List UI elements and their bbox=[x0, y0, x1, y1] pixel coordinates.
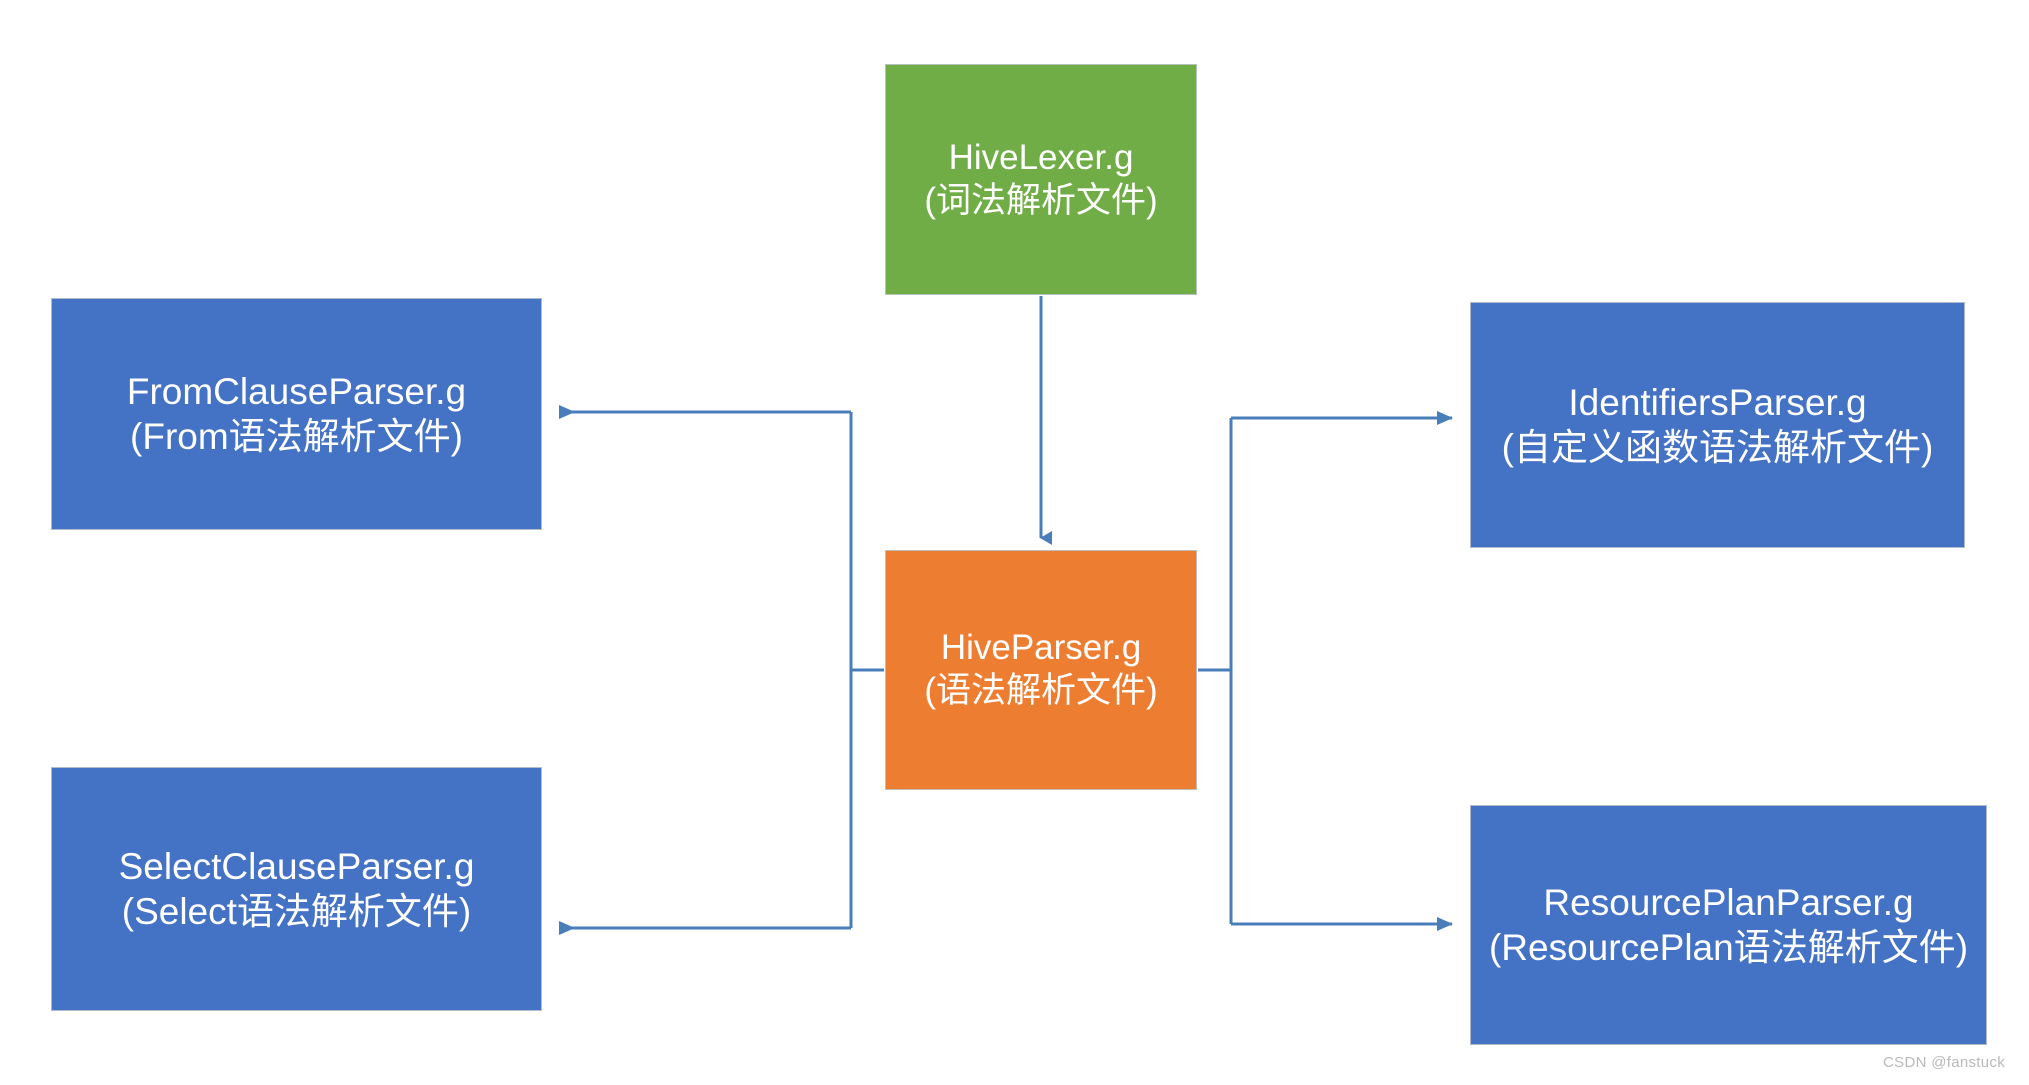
node-hive-lexer[interactable]: HiveLexer.g (词法解析文件) bbox=[885, 64, 1197, 295]
node-from-clause-parser-title: FromClauseParser.g bbox=[126, 370, 467, 412]
node-resource-plan-parser-desc: (ResourcePlan语法解析文件) bbox=[1488, 927, 1969, 968]
node-hive-parser-desc: (语法解析文件) bbox=[924, 671, 1158, 710]
node-hive-parser-title: HiveParser.g bbox=[940, 628, 1142, 668]
node-resource-plan-parser-title: ResourcePlanParser.g bbox=[1543, 881, 1914, 923]
node-select-clause-parser-title: SelectClauseParser.g bbox=[118, 845, 475, 887]
node-hive-lexer-title: HiveLexer.g bbox=[948, 137, 1134, 177]
watermark-label: CSDN @fanstuck bbox=[1883, 1054, 2005, 1071]
node-from-clause-parser-desc: (From语法解析文件) bbox=[130, 416, 463, 457]
node-select-clause-parser[interactable]: SelectClauseParser.g (Select语法解析文件) bbox=[51, 767, 542, 1011]
node-hive-parser[interactable]: HiveParser.g (语法解析文件) bbox=[885, 550, 1197, 790]
node-hive-lexer-desc: (词法解析文件) bbox=[924, 180, 1158, 220]
node-resource-plan-parser[interactable]: ResourcePlanParser.g (ResourcePlan语法解析文件… bbox=[1470, 805, 1987, 1045]
node-identifiers-parser-desc: (自定义函数语法解析文件) bbox=[1501, 427, 1934, 468]
node-select-clause-parser-desc: (Select语法解析文件) bbox=[121, 891, 472, 932]
node-from-clause-parser[interactable]: FromClauseParser.g (From语法解析文件) bbox=[51, 298, 542, 530]
node-identifiers-parser-title: IdentifiersParser.g bbox=[1568, 381, 1867, 423]
node-identifiers-parser[interactable]: IdentifiersParser.g (自定义函数语法解析文件) bbox=[1470, 302, 1965, 548]
